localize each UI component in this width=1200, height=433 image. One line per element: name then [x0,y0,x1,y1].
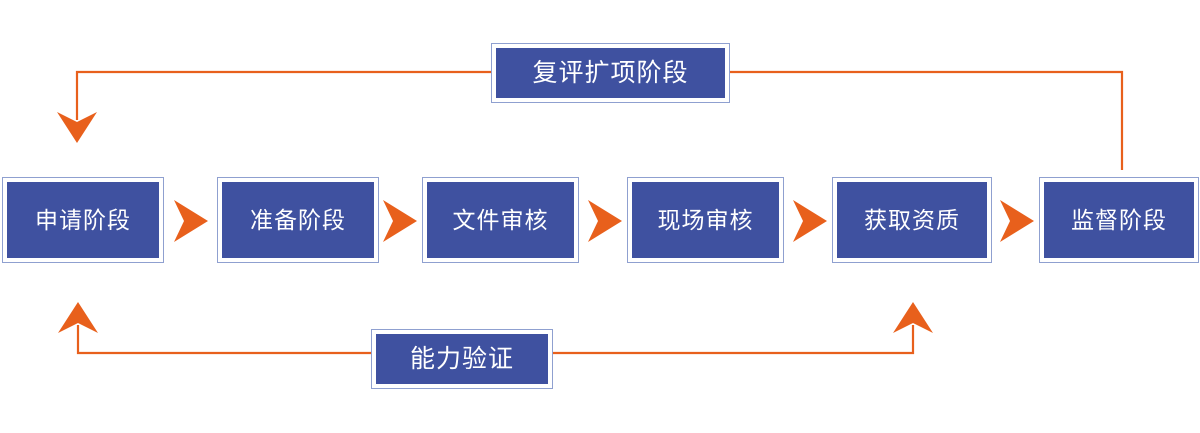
chevron-right-icon-3 [588,200,622,242]
stage-box-5[interactable]: 获取资质 [832,177,992,263]
stage-box-1[interactable]: 申请阶段 [2,177,164,263]
stage-box-4[interactable]: 现场审核 [627,177,784,263]
chevron-right-icon-5 [1000,200,1034,242]
bottom-loop-node-label: 能力验证 [409,344,514,373]
stage-label-6: 监督阶段 [1071,206,1167,233]
bottom-loop-connector-left [58,302,372,355]
arrowhead-down-icon [57,112,97,143]
arrowhead-up-left-icon [58,302,98,333]
stage-label-5: 获取资质 [864,206,960,233]
chevron-right-icon-1 [174,200,208,242]
top-loop-node-label: 复评扩项阶段 [532,58,689,87]
arrowhead-up-right-icon [893,302,933,333]
chevron-right-icon-2 [383,200,417,242]
stage-label-3: 文件审核 [452,206,549,233]
stage-label-1: 申请阶段 [35,206,131,233]
top-loop-node[interactable]: 复评扩项阶段 [491,43,730,103]
stage-box-2[interactable]: 准备阶段 [217,177,379,263]
stage-box-6[interactable]: 监督阶段 [1039,177,1199,263]
stage-box-3[interactable]: 文件审核 [422,177,579,263]
chevron-right-icon-4 [793,200,827,242]
stage-label-4: 现场审核 [657,206,754,233]
bottom-loop-node[interactable]: 能力验证 [371,329,553,389]
stage-label-2: 准备阶段 [250,206,346,233]
bottom-loop-connector-right [552,302,933,355]
